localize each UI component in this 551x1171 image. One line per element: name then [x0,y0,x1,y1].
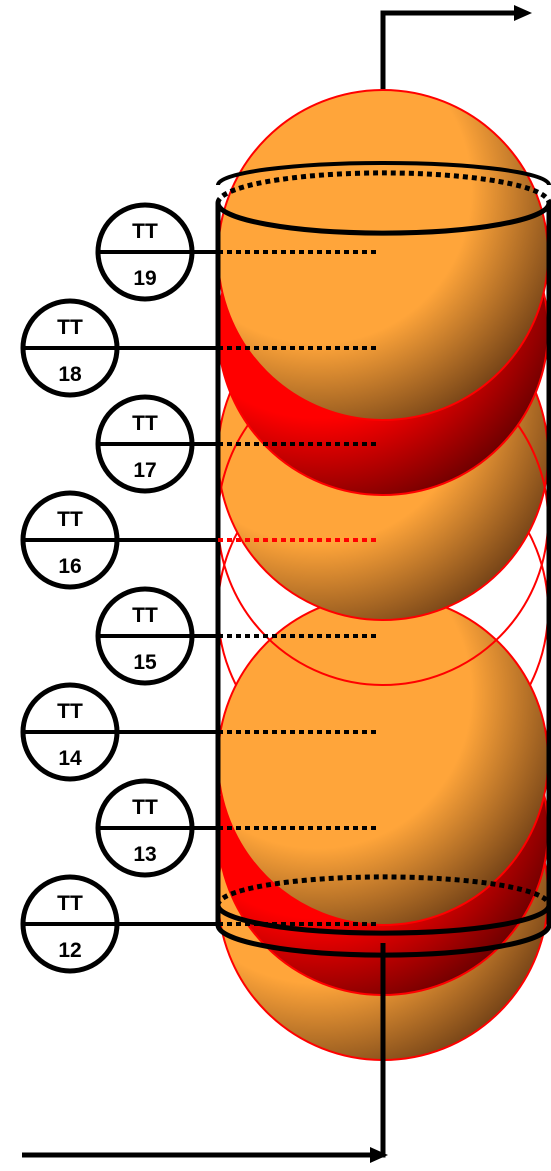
transmitter-number: 18 [58,363,82,386]
inlet-pipe [22,943,388,1163]
transmitter-tt-13: TT 13 [95,778,380,878]
transmitter-number: 13 [133,843,156,866]
vessel-top-back [215,170,551,204]
transmitter-number: 12 [58,939,81,962]
spheres-layer [217,89,549,1061]
transmitter-tag: TT [57,508,83,531]
transmitter-number: 15 [133,651,157,674]
transmitter-tt-18: TT 18 [20,298,380,398]
transmitter-tag: TT [57,892,83,915]
outlet-arrow-icon [514,5,532,21]
vessel-top-cap [216,160,551,186]
vessel-bottom-back [215,874,551,906]
transmitter-tag: TT [57,316,83,339]
transmitter-tag: TT [132,220,158,243]
inlet-arrow-icon [370,1147,388,1163]
sphere-top-orange [217,89,549,421]
transmitter-number: 16 [58,555,81,578]
transmitter-tt-12: TT 12 [20,874,380,974]
transmitter-number: 17 [133,459,156,482]
transmitter-tt-14: TT 14 [20,682,380,782]
transmitter-number: 19 [133,267,156,290]
transmitter-tag: TT [57,700,83,723]
vessel-bottom-front [215,904,551,936]
transmitter-tt-19: TT 19 [95,202,380,302]
column-vessel [215,160,551,958]
vessel-top-front [215,202,551,236]
transmitter-tt-16: TT 16 [20,490,380,590]
transmitter-tag: TT [132,412,158,435]
transmitter-tag: TT [132,796,158,819]
transmitter-tt-15: TT 15 [95,586,380,686]
transmitter-number: 14 [58,747,82,770]
transmitter-tt-17: TT 17 [95,394,380,494]
transmitter-tag: TT [132,604,158,627]
